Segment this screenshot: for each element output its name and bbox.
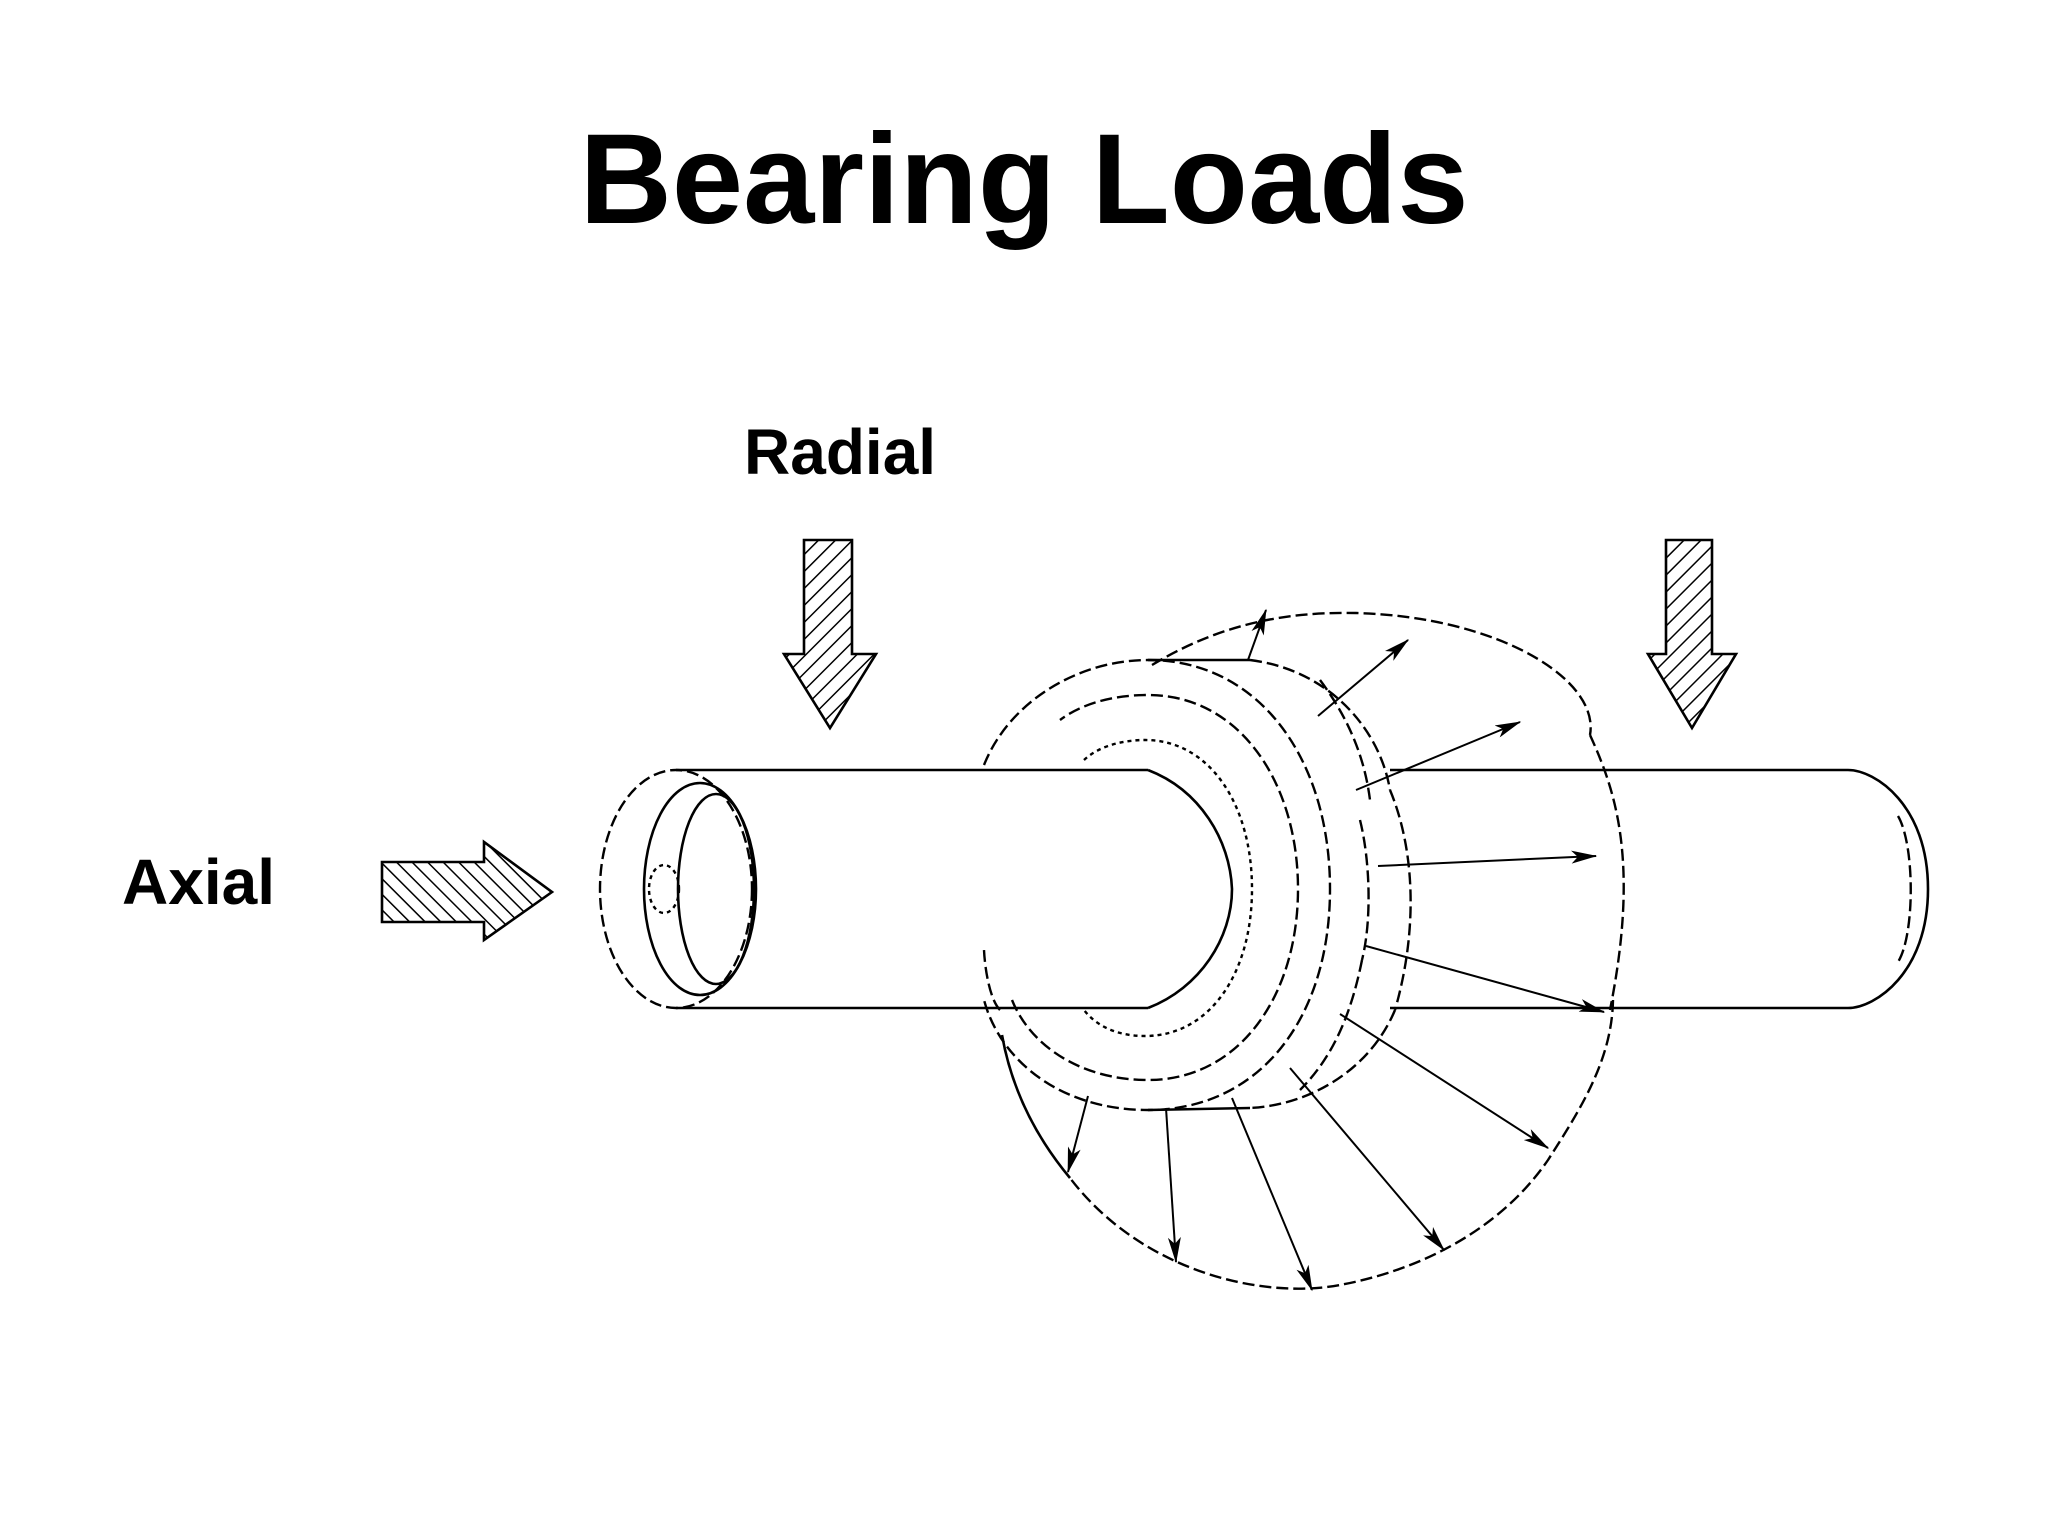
- radial-label: Radial: [744, 416, 937, 488]
- slide-title: Bearing Loads: [579, 108, 1469, 251]
- load-arrow: [1317, 639, 1409, 717]
- shaft-end-face: [598, 768, 758, 1010]
- load-arrow: [1289, 1067, 1445, 1251]
- bearing: [982, 611, 1625, 1290]
- radial-load-arrow-left: [781, 538, 879, 731]
- load-arrow: [1365, 945, 1606, 1013]
- shaft: [676, 768, 1930, 1010]
- load-arrow: [1377, 850, 1598, 867]
- load-arrow: [1165, 1107, 1181, 1264]
- load-arrow: [1355, 721, 1522, 791]
- load-arrow: [1339, 1013, 1550, 1149]
- load-distribution-arrows: [1067, 608, 1606, 1292]
- axial-label: Axial: [122, 846, 275, 918]
- axial-load-arrow: [380, 839, 555, 943]
- load-arrow: [1247, 608, 1267, 661]
- load-arrow: [1231, 1097, 1313, 1292]
- radial-load-arrow-right: [1645, 538, 1739, 731]
- load-arrow: [1067, 1095, 1089, 1174]
